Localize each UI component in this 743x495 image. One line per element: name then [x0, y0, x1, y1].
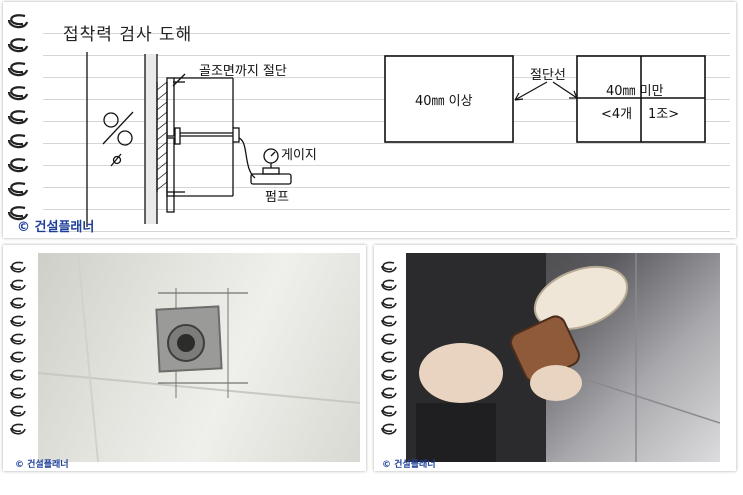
cut-size-schematic [384, 55, 706, 143]
adhesion-test-schematic [86, 52, 292, 227]
spiral-binding-icon [5, 259, 31, 449]
photo-panel-left: © 건설플래너 [3, 245, 366, 471]
photo-test-plate-on-tile [38, 253, 360, 462]
box-1-set: 1조> [648, 107, 680, 122]
photo-left-credit: © 건설플래너 [15, 460, 69, 470]
label-cut-to-substrate: 골조면까지 절단 [199, 64, 287, 79]
spiral-binding-icon [5, 10, 31, 222]
box-under-40mm: 40㎜ 미만 [606, 84, 664, 99]
spiral-binding-icon [376, 259, 402, 449]
box-over-40mm: 40㎜ 이상 [415, 94, 473, 109]
photo-panel-right: © 건설플래너 [374, 245, 736, 471]
box-4-pieces: <4개 [601, 107, 633, 122]
diagram-credit: © 건설플래너 [17, 220, 95, 235]
label-pump: 펌프 [265, 190, 289, 205]
diagram-title: 접착력 검사 도해 [63, 25, 193, 45]
label-cut-line: 절단선 [530, 68, 566, 83]
photo-pull-off-test [406, 253, 720, 462]
diagram-panel: 접착력 검사 도해 [3, 2, 736, 238]
label-gauge: 게이지 [281, 148, 317, 163]
photo-right-credit: © 건설플래너 [382, 460, 436, 470]
